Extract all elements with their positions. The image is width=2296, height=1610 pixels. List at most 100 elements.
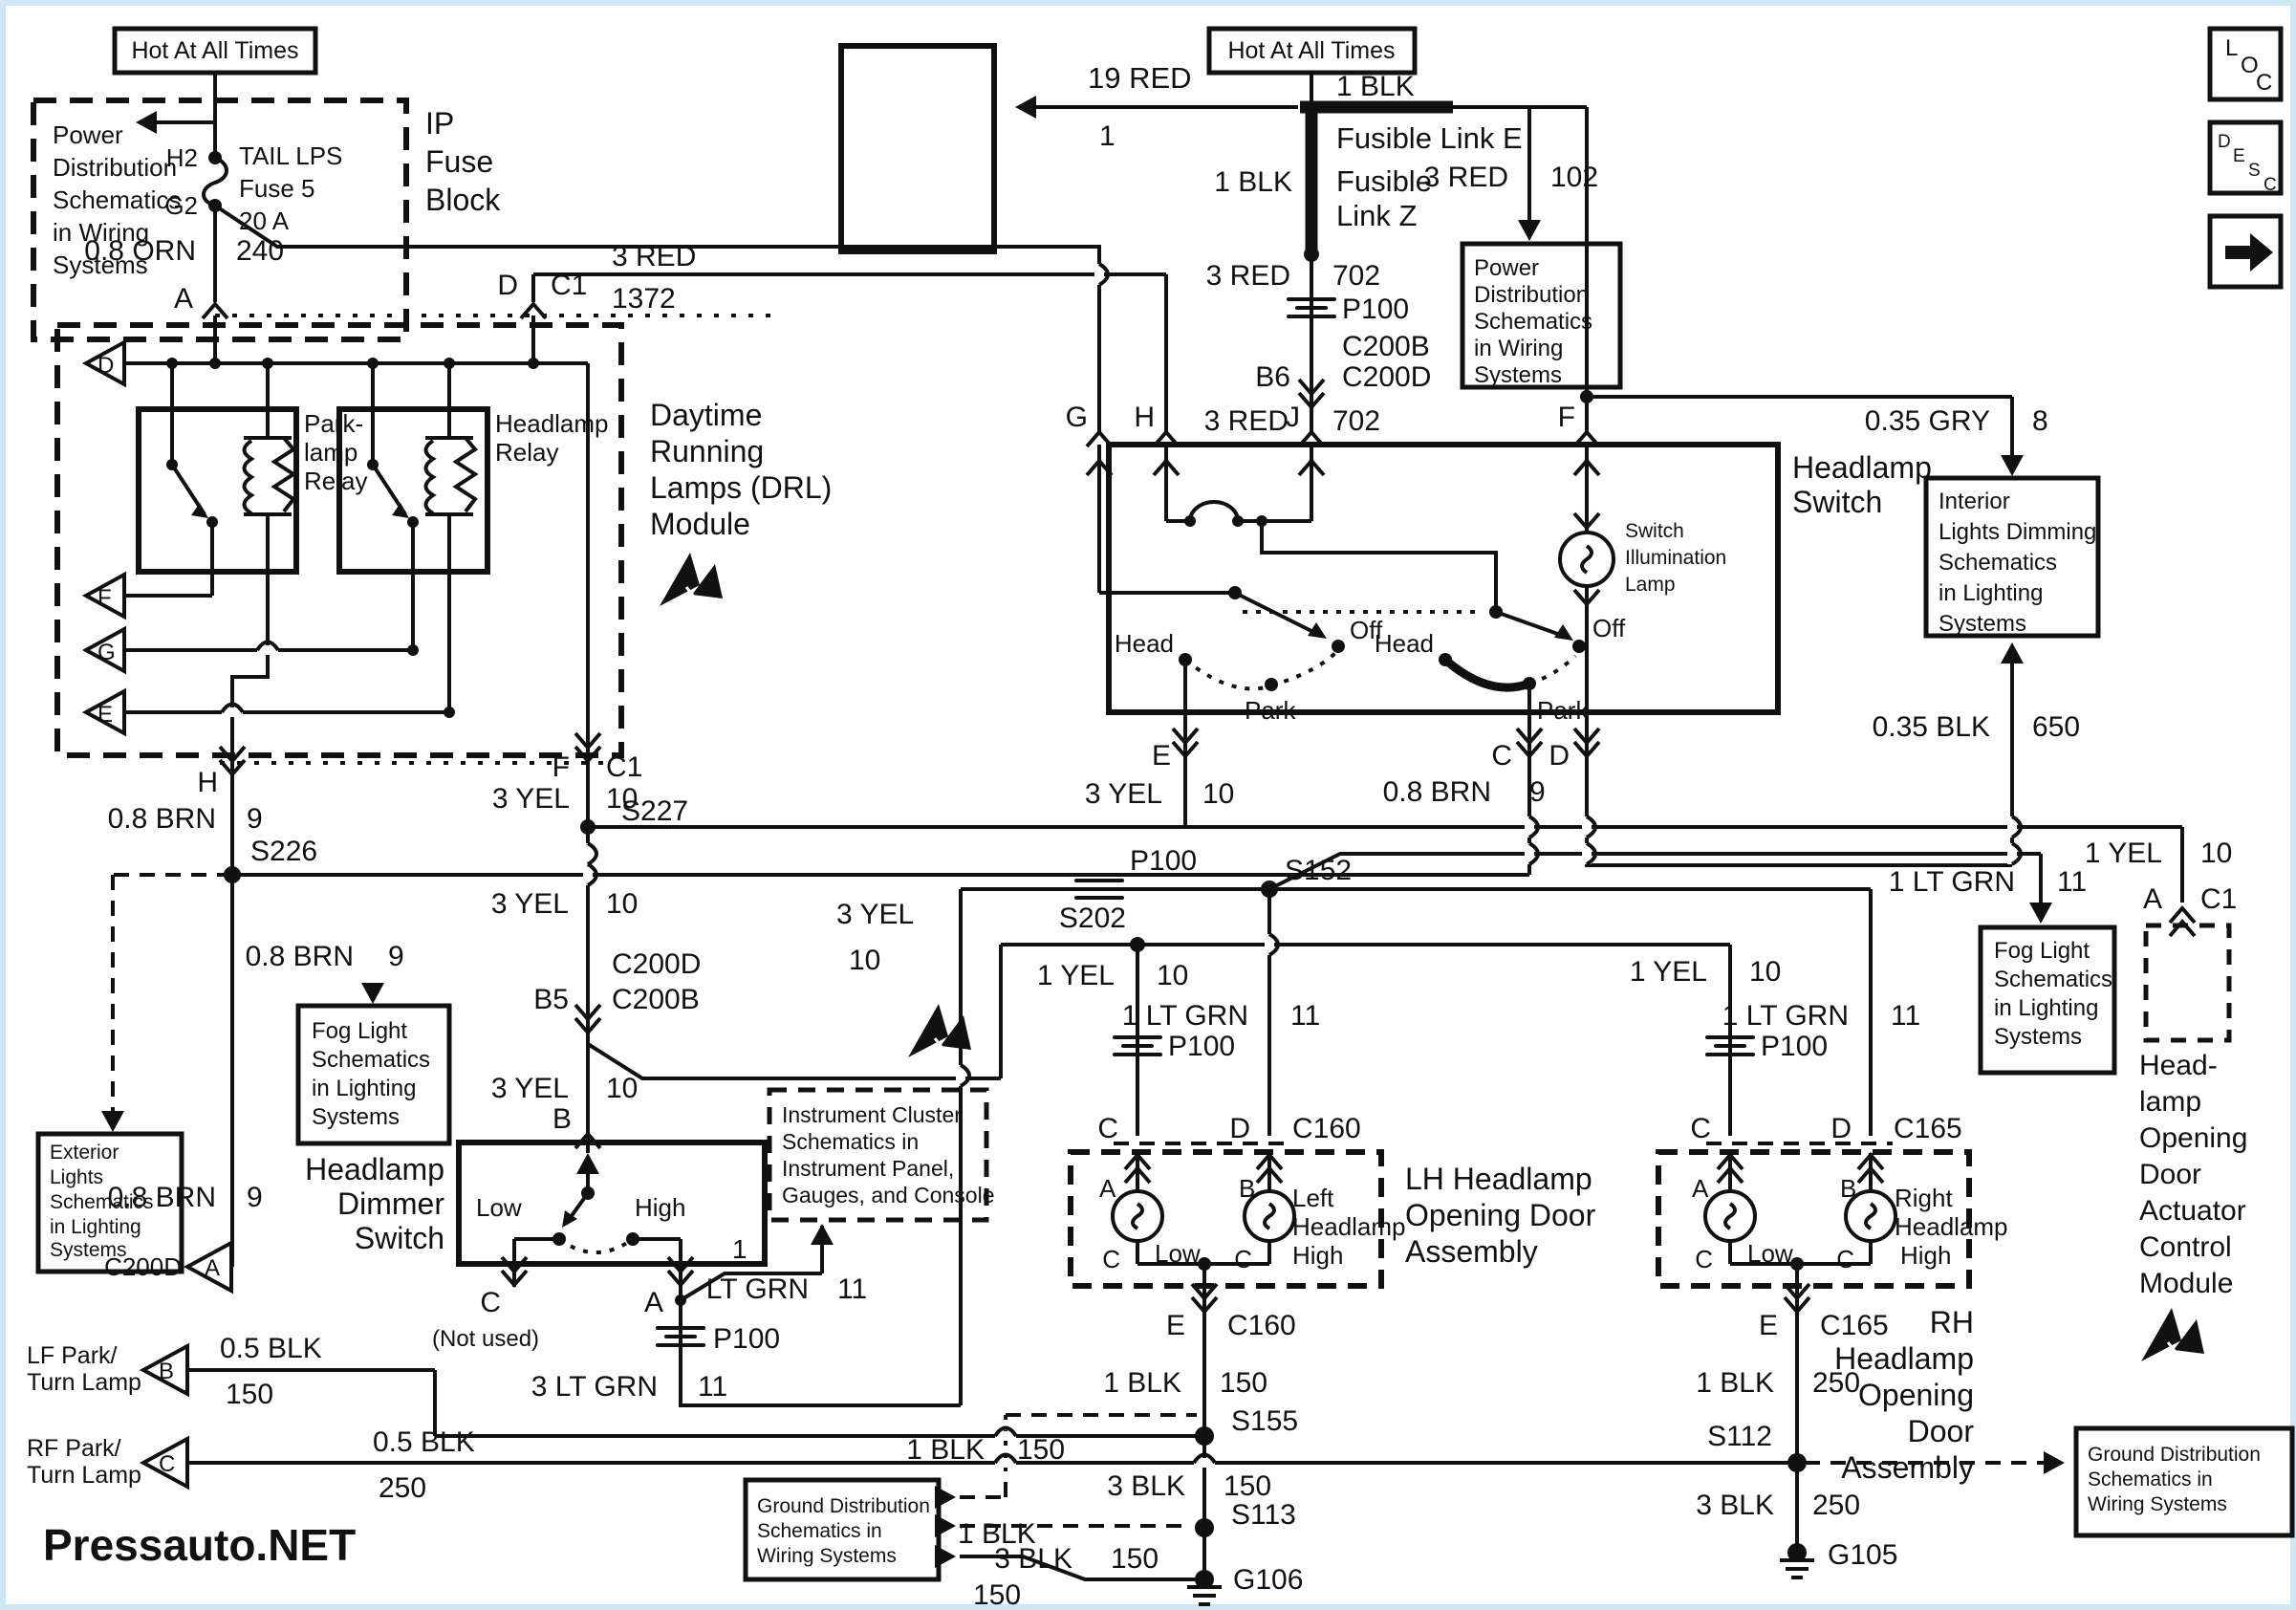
wire-label: Schematics bbox=[1939, 550, 2057, 576]
wire-label: Schematics bbox=[50, 1191, 154, 1213]
wire-label: 9 bbox=[247, 1182, 263, 1213]
wire-label: 240 bbox=[236, 235, 284, 267]
wire-label: C bbox=[1690, 1113, 1711, 1144]
ground-symbol-g106 bbox=[1185, 1585, 1224, 1606]
wire-label: C bbox=[480, 1287, 501, 1318]
actuator-module-box bbox=[2143, 923, 2232, 1043]
wire-label: Turn Lamp bbox=[27, 1369, 141, 1396]
wire-label: 150 bbox=[973, 1579, 1021, 1610]
wire-label: Instrument Cluster bbox=[782, 1102, 962, 1127]
wire-hops bbox=[220, 262, 2023, 1468]
wire-label: E bbox=[1152, 740, 1171, 772]
wire-label: E bbox=[1166, 1310, 1185, 1341]
wire-label: Headlamp bbox=[1895, 1212, 2008, 1241]
drl-pin-f-triangle bbox=[81, 571, 126, 620]
splice-s202: S202 bbox=[1059, 903, 1126, 934]
wire-label: Off bbox=[1592, 614, 1626, 642]
wire-label: 10 bbox=[2200, 838, 2232, 869]
wire-label: 8 bbox=[2032, 405, 2048, 437]
hot-at-all-times-2: Hot At All Times bbox=[1227, 37, 1395, 64]
park-lamp-relay-box bbox=[136, 406, 299, 575]
wire-label: Head bbox=[1375, 629, 1434, 658]
switch-contact-arc bbox=[1442, 656, 1531, 692]
wire-label: 1 BLK bbox=[906, 1434, 985, 1466]
lh-low-beam-lamp-icon bbox=[1111, 1189, 1164, 1243]
wire-label: 250 bbox=[1812, 1367, 1860, 1399]
wire-label: Schematics bbox=[1474, 309, 1592, 335]
boxes bbox=[31, 26, 2295, 1582]
wire-label: H bbox=[1134, 402, 1155, 433]
fuse-name: TAIL LPS bbox=[239, 141, 342, 170]
wire-label: 702 bbox=[1332, 405, 1380, 437]
ground-g105: G105 bbox=[1828, 1539, 1897, 1571]
wire-label: C bbox=[1097, 1113, 1118, 1144]
wire-label: Systems bbox=[1474, 362, 1562, 388]
wire-labels: Hot At All TimesPowerDistributionSchemat… bbox=[27, 35, 2277, 1610]
wire-label: Control bbox=[2139, 1231, 2232, 1263]
desc-button[interactable] bbox=[2207, 120, 2284, 196]
wire-label: 9 bbox=[247, 803, 263, 835]
dimmer-switch-title: Headlamp bbox=[305, 1152, 444, 1186]
wire-label: (Not used) bbox=[432, 1326, 539, 1352]
wire-label: 1 LT GRN bbox=[1889, 866, 2015, 898]
wire-label: in Wiring bbox=[53, 218, 149, 247]
ground-g106: G106 bbox=[1233, 1564, 1303, 1596]
wire-label: 3 RED bbox=[1424, 162, 1508, 193]
next-arrow-icon[interactable] bbox=[2225, 233, 2273, 272]
wire-label: 150 bbox=[1017, 1434, 1065, 1466]
wire-label: F bbox=[552, 751, 570, 783]
splice-s226: S226 bbox=[250, 836, 317, 867]
wire-label: C165 bbox=[1820, 1310, 1889, 1341]
wire-label: Wiring Systems bbox=[2088, 1493, 2227, 1515]
park-relay-resistor bbox=[271, 436, 297, 513]
wire-label: P100 bbox=[1761, 1031, 1828, 1062]
drl-pin-g-triangle bbox=[81, 625, 126, 675]
wire-label: 10 bbox=[606, 888, 638, 920]
wire-label: Actuator bbox=[2139, 1195, 2246, 1227]
wire-label: Distribution bbox=[53, 153, 177, 182]
wire-label: in Lighting bbox=[50, 1216, 141, 1238]
wire-label: Switch bbox=[1625, 520, 1684, 542]
wire-label: 10 bbox=[849, 945, 880, 976]
wire-label: 11 bbox=[1290, 1000, 1320, 1032]
wire-label: Park bbox=[1245, 696, 1296, 725]
loc-button[interactable] bbox=[2207, 26, 2284, 102]
wire-label: Fog Light bbox=[1994, 938, 2090, 964]
wire-label: Opening bbox=[2139, 1122, 2247, 1154]
wire-label: Relay bbox=[495, 438, 558, 467]
watermark: Pressauto.NET bbox=[43, 1520, 356, 1570]
hot-at-all-times-1: Hot At All Times bbox=[131, 37, 298, 64]
wire-label: 1 LT GRN bbox=[1722, 1000, 1849, 1032]
wire-label: 1 YEL bbox=[2085, 838, 2162, 869]
lamps bbox=[1111, 531, 1897, 1243]
next-page-button[interactable] bbox=[2207, 213, 2284, 290]
fog-light-ref-box-1 bbox=[295, 1003, 452, 1146]
ground-distribution-ref-box-2 bbox=[2073, 1425, 2295, 1538]
wire-label: 1 BLK bbox=[958, 1518, 1036, 1550]
wire-label: in Lighting bbox=[312, 1076, 416, 1101]
wire-label: Schematics bbox=[312, 1047, 430, 1073]
splice-s152: S152 bbox=[1285, 855, 1352, 886]
wire-label: Ground Distribution bbox=[2088, 1444, 2261, 1466]
wire-label: 10 bbox=[606, 783, 638, 815]
wire-label: 3 LT GRN bbox=[531, 1371, 658, 1403]
wire-label: C bbox=[1234, 1245, 1252, 1273]
rh-assembly-title: RH bbox=[1930, 1305, 1974, 1339]
loc-letter: O bbox=[2241, 53, 2259, 78]
wire-label: Assembly bbox=[1841, 1450, 1974, 1485]
wire-label: G bbox=[1066, 402, 1088, 433]
wire-label: C1 bbox=[551, 270, 587, 301]
wire-label: Lights bbox=[50, 1166, 103, 1188]
wire-label: High bbox=[1900, 1241, 1951, 1270]
lh-assembly-box bbox=[1068, 1149, 1384, 1289]
wire-label: B5 bbox=[533, 984, 569, 1015]
wire-label: 10 bbox=[1202, 778, 1234, 810]
lh-assembly-title: LH Headlamp bbox=[1405, 1162, 1592, 1196]
desc-letter: D bbox=[2218, 132, 2231, 152]
wire-label: Headlamp bbox=[1292, 1212, 1406, 1241]
fusible-link-e: Fusible Link E bbox=[1336, 121, 1523, 155]
wire-label: E bbox=[97, 702, 113, 728]
wire-label: Distribution bbox=[1474, 282, 1589, 308]
wire-label: Running bbox=[650, 434, 764, 468]
dimmer-switch-box bbox=[456, 1140, 768, 1267]
